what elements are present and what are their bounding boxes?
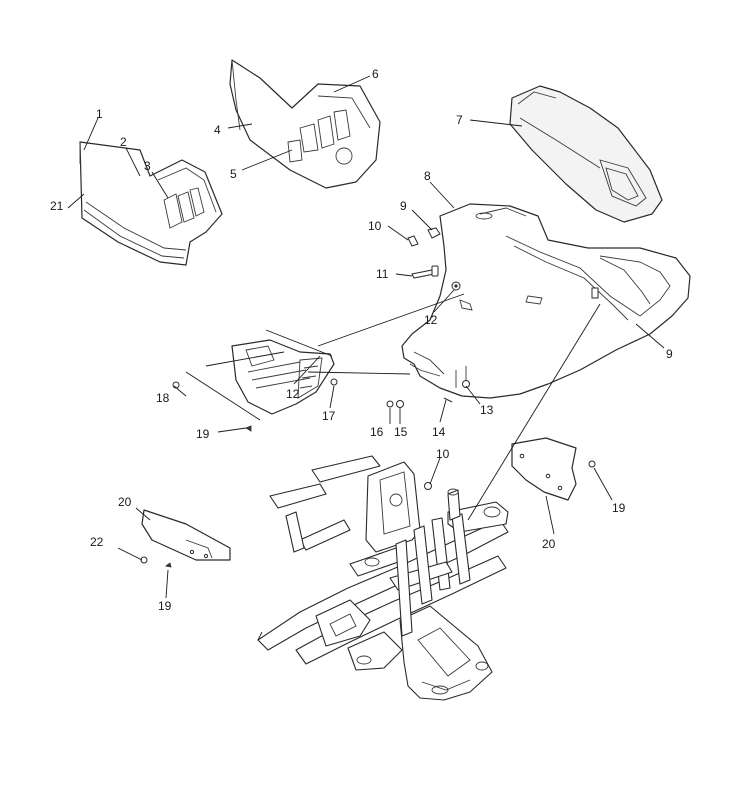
callout-19-right: 19	[612, 501, 626, 515]
clip-9-right	[591, 287, 599, 299]
callout-leaders	[67, 75, 665, 599]
mounting-bracket	[231, 339, 335, 415]
callout-20-right: 20	[542, 537, 556, 551]
fasteners	[140, 227, 599, 568]
callout-19-bracket: 19	[196, 427, 210, 441]
screw-19-right	[588, 460, 596, 468]
callout-6: 6	[372, 67, 379, 81]
nut-15	[396, 400, 404, 408]
callout-7: 7	[456, 113, 463, 127]
screw-17	[330, 378, 338, 386]
callout-5: 5	[230, 167, 237, 181]
screw-10-top	[407, 235, 419, 247]
bolt-11-head	[431, 265, 439, 277]
callout-4: 4	[214, 123, 221, 137]
callout-12-bracket: 12	[286, 387, 300, 401]
callout-2: 2	[120, 135, 127, 149]
nut-9-top	[427, 227, 441, 239]
rear-fender-body	[401, 203, 691, 399]
side-bracket-right	[511, 437, 577, 501]
callout-11: 11	[376, 267, 389, 281]
callout-9-right: 9	[666, 347, 673, 361]
callout-10-top: 10	[368, 219, 382, 233]
washer-16	[386, 400, 394, 408]
callout-14: 14	[432, 425, 446, 439]
bolt-11	[411, 269, 435, 279]
callout-22: 22	[90, 535, 104, 549]
left-side-panel	[79, 141, 223, 266]
callout-15: 15	[394, 425, 408, 439]
callout-21: 21	[50, 199, 64, 213]
callout-20-left: 20	[118, 495, 132, 509]
callout-8: 8	[424, 169, 431, 183]
pin-14	[443, 397, 453, 403]
assembly-lines	[185, 293, 601, 521]
callout-labels: 1 2 3 4 5 6 7 8 9 9 10 10 11 12 12 13 14…	[50, 67, 673, 613]
callout-9-top: 9	[400, 199, 407, 213]
vehicle-frame	[257, 455, 509, 701]
callout-13: 13	[480, 403, 494, 417]
pin-19-bracket	[245, 425, 252, 432]
callout-10-frame: 10	[436, 447, 450, 461]
callout-17: 17	[322, 409, 336, 423]
callout-16: 16	[370, 425, 384, 439]
callout-1: 1	[96, 107, 103, 121]
pin-19-left	[165, 562, 172, 568]
callout-18: 18	[156, 391, 170, 405]
washer-13	[462, 380, 470, 388]
rear-side-panel	[229, 59, 381, 189]
callout-19-left: 19	[158, 599, 172, 613]
skid-plate-left	[141, 509, 231, 561]
screw-10-frame	[424, 482, 432, 490]
callout-3: 3	[144, 159, 151, 173]
callout-12-top: 12	[424, 313, 438, 327]
top-rear-panel	[509, 85, 663, 223]
